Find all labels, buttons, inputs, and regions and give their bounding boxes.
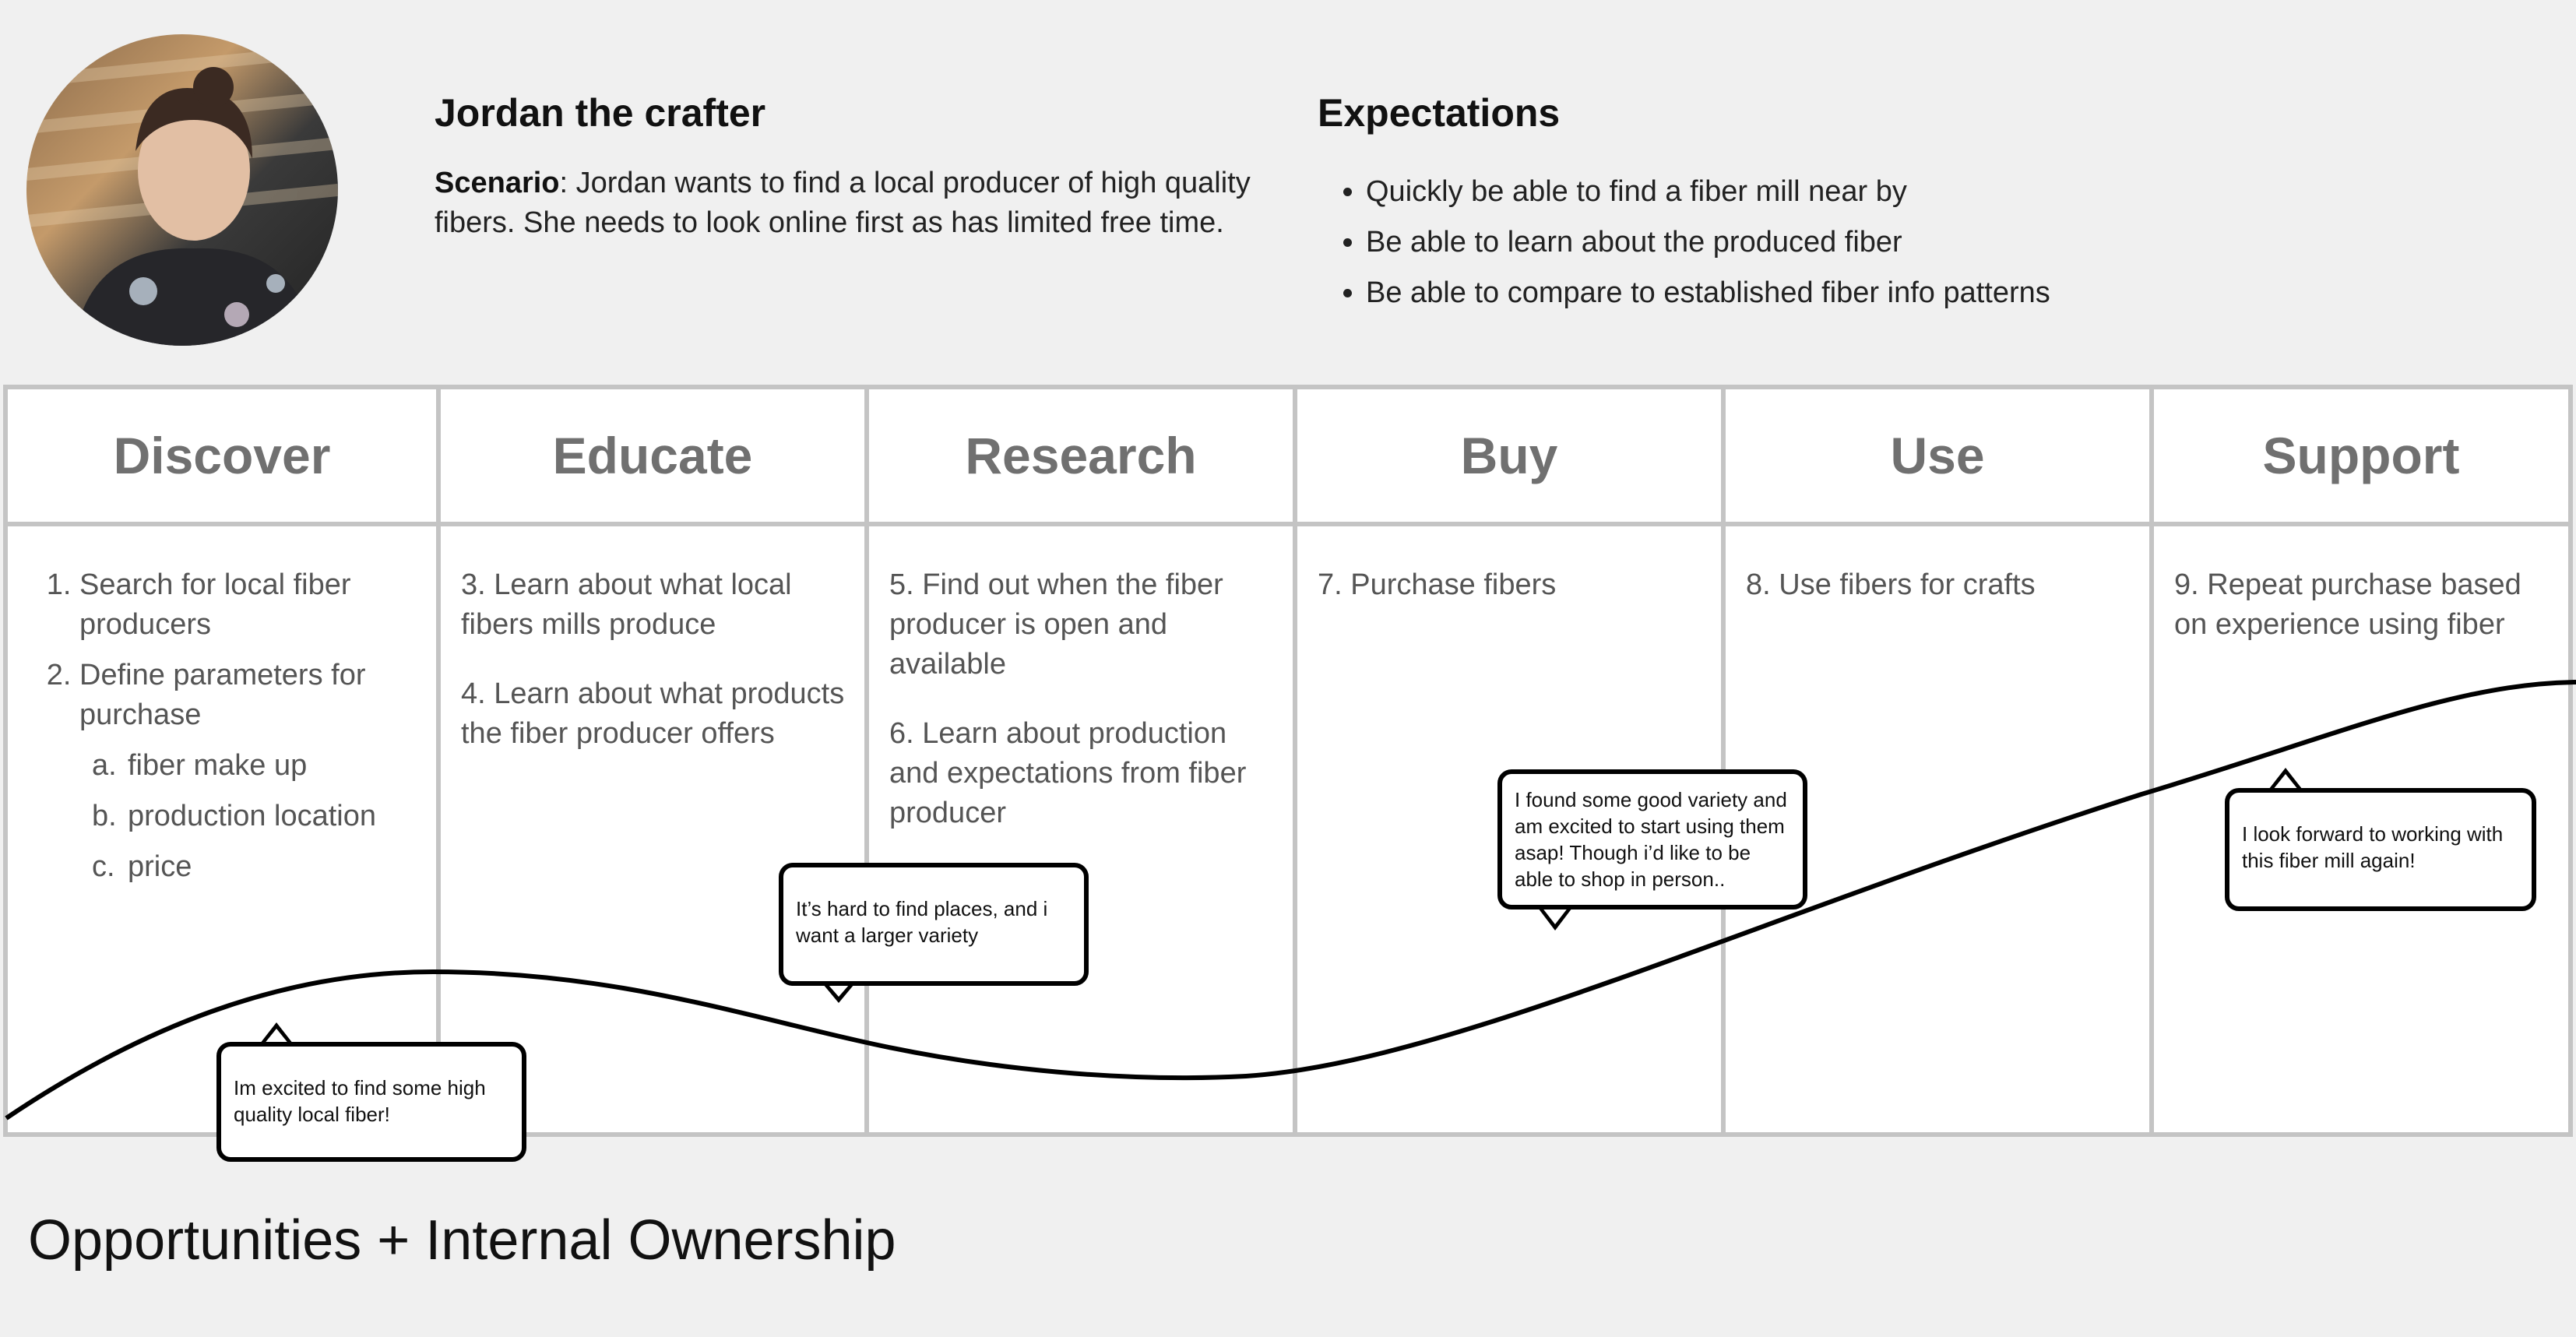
research-steps: 5. Find out when the fiber producer is o…: [889, 565, 1277, 833]
persona-avatar: [26, 34, 338, 346]
step-item: 8. Use fibers for crafts: [1746, 568, 2036, 601]
buy-steps: 7. Purchase fibers: [1318, 565, 1705, 605]
stage-use: Use 8. Use fibers for crafts: [1721, 389, 2149, 1132]
stage-buy: Buy 7. Purchase fibers: [1293, 389, 1721, 1132]
stage-title: Buy: [1297, 389, 1721, 526]
sub-marker: b.: [92, 800, 117, 832]
sub-marker: c.: [92, 850, 115, 883]
stage-body: 8. Use fibers for crafts: [1726, 526, 2149, 605]
stage-body: 3. Learn about what local fibers mills p…: [441, 526, 864, 754]
sub-marker: a.: [92, 749, 117, 782]
stage-title: Research: [869, 389, 1293, 526]
step-item: 4. Learn about what products the fiber p…: [461, 677, 845, 750]
step-text: Search for local fiber producers: [79, 568, 351, 641]
stage-title: Use: [1726, 389, 2149, 526]
scenario-label: Scenario: [435, 167, 560, 199]
expectation-item: Be able to learn about the produced fibe…: [1366, 217, 2050, 268]
stage-research: Research 5. Find out when the fiber prod…: [864, 389, 1293, 1132]
step-item: 9. Repeat purchase based on experience u…: [2174, 568, 2521, 641]
stage-educate: Educate 3. Learn about what local fibers…: [436, 389, 864, 1132]
scenario-text: : Jordan wants to find a local producer …: [435, 167, 1251, 239]
sub-item: a. fiber make up: [92, 746, 421, 786]
step-item: Define parameters for purchase a. fiber m…: [79, 656, 421, 887]
educate-steps: 3. Learn about what local fibers mills p…: [461, 565, 849, 754]
purchase-parameters: a. fiber make up b. production location c.…: [79, 746, 421, 887]
expectation-item: Quickly be able to find a fiber mill nea…: [1366, 167, 2050, 217]
persona-scenario: Scenario: Jordan wants to find a local p…: [435, 164, 1252, 243]
stage-title: Support: [2154, 389, 2568, 526]
person-photo-icon: [26, 44, 338, 346]
expectations-title: Expectations: [1318, 91, 1561, 135]
expectations-list: Quickly be able to find a fiber mill nea…: [1335, 167, 2050, 318]
sub-text: production location: [128, 800, 376, 832]
opportunities-title: Opportunities + Internal Ownership: [28, 1209, 896, 1272]
stage-body: 9. Repeat purchase based on experience u…: [2154, 526, 2568, 645]
step-item: 7. Purchase fibers: [1318, 568, 1557, 601]
stage-title: Educate: [441, 389, 864, 526]
journey-map: Discover Search for local fiber producer…: [3, 385, 2573, 1137]
stage-body: 5. Find out when the fiber producer is o…: [869, 526, 1293, 833]
sub-item: c. price: [92, 847, 421, 887]
sub-item: b. production location: [92, 797, 421, 836]
quote-bubble-discover: Im excited to find some high quality loc…: [216, 1042, 526, 1162]
stage-discover: Discover Search for local fiber producer…: [8, 389, 436, 1132]
persona-name: Jordan the crafter: [435, 91, 766, 135]
quote-bubble-buy: I found some good variety and am excited…: [1497, 769, 1807, 910]
use-steps: 8. Use fibers for crafts: [1746, 565, 2134, 605]
step-item: 3. Learn about what local fibers mills p…: [461, 568, 792, 641]
stage-body: 7. Purchase fibers: [1297, 526, 1721, 605]
stage-support: Support 9. Repeat purchase based on expe…: [2149, 389, 2568, 1132]
step-text: Define parameters for purchase: [79, 659, 366, 731]
quote-bubble-educate: It’s hard to find places, and i want a l…: [779, 863, 1089, 986]
step-item: Search for local fiber producers: [79, 565, 421, 645]
stage-body: Search for local fiber producers Define …: [8, 526, 436, 887]
step-item: 5. Find out when the fiber producer is o…: [889, 568, 1223, 681]
expectation-item: Be able to compare to established fiber …: [1366, 268, 2050, 318]
sub-text: price: [128, 850, 192, 883]
stage-title: Discover: [8, 389, 436, 526]
step-item: 6. Learn about production and expectatio…: [889, 717, 1247, 829]
quote-bubble-support: I look forward to working with this fibe…: [2225, 788, 2536, 911]
discover-steps: Search for local fiber producers Define …: [40, 565, 421, 887]
sub-text: fiber make up: [128, 749, 308, 782]
support-steps: 9. Repeat purchase based on experience u…: [2174, 565, 2553, 645]
